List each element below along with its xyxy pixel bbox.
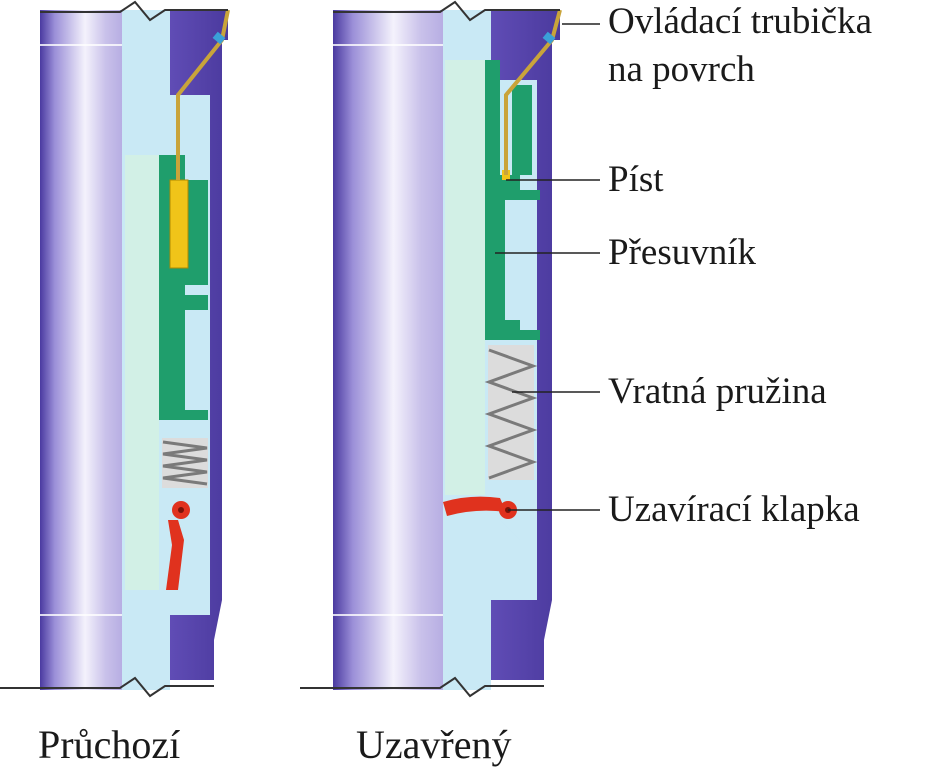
- caption-closed: Uzavřený: [356, 722, 512, 767]
- label-control-line: Ovládací trubička: [608, 1, 873, 42]
- open-bore: [40, 10, 122, 690]
- label-flow-tube: Přesuvník: [608, 232, 756, 273]
- closed-valve: [300, 0, 562, 698]
- closed-flow-tube: [485, 60, 540, 340]
- closed-flow-tube-body: [445, 60, 485, 495]
- label-flapper: Uzavírací klapka: [608, 489, 860, 530]
- open-spring: [162, 438, 208, 488]
- open-flapper: [166, 520, 184, 590]
- label-piston: Píst: [608, 159, 664, 200]
- open-piston: [169, 179, 189, 269]
- open-control-line: [176, 9, 230, 180]
- label-control-line-2: na povrch: [608, 49, 755, 90]
- caption-open: Průchozí: [38, 722, 181, 767]
- leader-lines: [495, 23, 600, 511]
- closed-flapper: [443, 496, 506, 516]
- closed-spring: [484, 345, 538, 480]
- closed-control-line: [504, 9, 562, 175]
- label-spring: Vratná pružina: [608, 371, 827, 412]
- open-valve: [0, 0, 230, 698]
- closed-bore: [333, 10, 443, 690]
- open-flow-tube-body: [125, 155, 159, 590]
